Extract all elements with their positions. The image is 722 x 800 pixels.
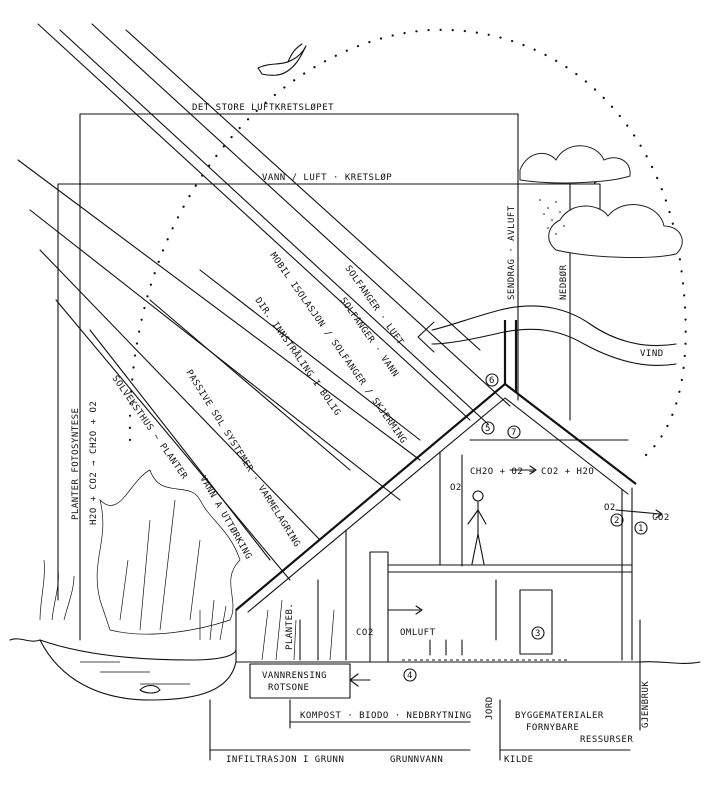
- marker-4: 4: [403, 668, 417, 682]
- renewable-label: FORNYBARE: [526, 723, 579, 733]
- source-label: KILDE: [504, 755, 534, 765]
- big-air-cycle-frame: [79, 113, 519, 641]
- svg-text:6: 6: [489, 376, 495, 386]
- co2-right-label: CO2: [652, 513, 670, 523]
- photosynthesis-equation: H2O + CO2 → CH2O + O2: [89, 401, 99, 525]
- infiltration-label: INFILTRASJON I GRUNN: [226, 755, 344, 765]
- svg-text:1: 1: [638, 524, 644, 534]
- marker-7: 7: [507, 425, 521, 439]
- ray-label-passive-systems: PASSIVE SOL SYSTEMER · VARMELAGRING: [183, 368, 301, 549]
- person-figure: [467, 490, 487, 565]
- marker-3: 3: [531, 626, 545, 640]
- ray-label-water-evaporation: VANN A UTTØRKING: [197, 474, 254, 562]
- root-zone-label: ROTSONE: [268, 683, 309, 693]
- o2-right-label: O2: [604, 503, 616, 513]
- soil-label: JORD: [485, 696, 495, 720]
- pond: [39, 639, 237, 701]
- house-section: [235, 320, 641, 663]
- marker-5: 5: [481, 421, 495, 435]
- outflow-air-label: OMLUFT: [400, 628, 436, 638]
- marker-6: 6: [485, 373, 499, 387]
- precipitation-evaporation-label: SENDRAG · AVLUFT: [507, 205, 517, 300]
- marker-2: 2: [610, 513, 624, 527]
- ground-flow-lines: [209, 619, 641, 761]
- photosynthesis-label: PLANTER FOTOSYNTESE: [71, 408, 81, 520]
- building-materials-label: BYGGEMATERIALER: [515, 711, 604, 721]
- svg-text:3: 3: [535, 629, 541, 639]
- groundwater-label: GRUNNVANN: [390, 755, 443, 765]
- sun-rays: [17, 23, 511, 581]
- planter-bed: [249, 599, 351, 699]
- ground-line: [9, 638, 701, 664]
- o2-left-label: O2: [450, 483, 462, 493]
- svg-text:5: 5: [485, 424, 491, 434]
- bird-icon: [257, 43, 307, 76]
- big-air-cycle-label: DET STORE LUFTKRETSLØPET: [192, 102, 334, 113]
- resources-label: RESSURSER: [580, 735, 633, 745]
- svg-text:7: 7: [511, 428, 517, 438]
- precipitation-label: NEDBØR: [558, 264, 569, 300]
- cloud-icon: [519, 145, 683, 258]
- water-air-cycle-frame: [57, 176, 601, 601]
- ray-label-sun-plants: SOLVEKSTHUS ~ PLANTER: [110, 374, 190, 482]
- respiration-equation: CH2O + O2 → CO2 + H2O: [470, 467, 594, 477]
- reuse-label: GJENBRUK: [641, 681, 651, 728]
- plants-vegetation: [39, 469, 241, 641]
- marker-1: 1: [634, 521, 648, 535]
- svg-text:2: 2: [614, 516, 620, 526]
- svg-text:4: 4: [407, 671, 413, 681]
- water-air-cycle-label: VANN / LUFT · KRETSLØP: [262, 172, 392, 183]
- water-purification-label: VANNRENSING: [262, 671, 327, 681]
- compost-label: KOMPOST · BIODO · NEDBRYTNING: [300, 711, 472, 721]
- house-arrows: [387, 465, 663, 656]
- planting-bed-label: PLANTEB.: [285, 603, 295, 650]
- wind-label: VIND: [640, 349, 664, 359]
- ray-label-direct-radiation: DIR. INNSTRÅLING I BOLIG: [253, 295, 344, 418]
- co2-interior-label: CO2: [356, 628, 374, 638]
- wind-flow: [417, 305, 677, 366]
